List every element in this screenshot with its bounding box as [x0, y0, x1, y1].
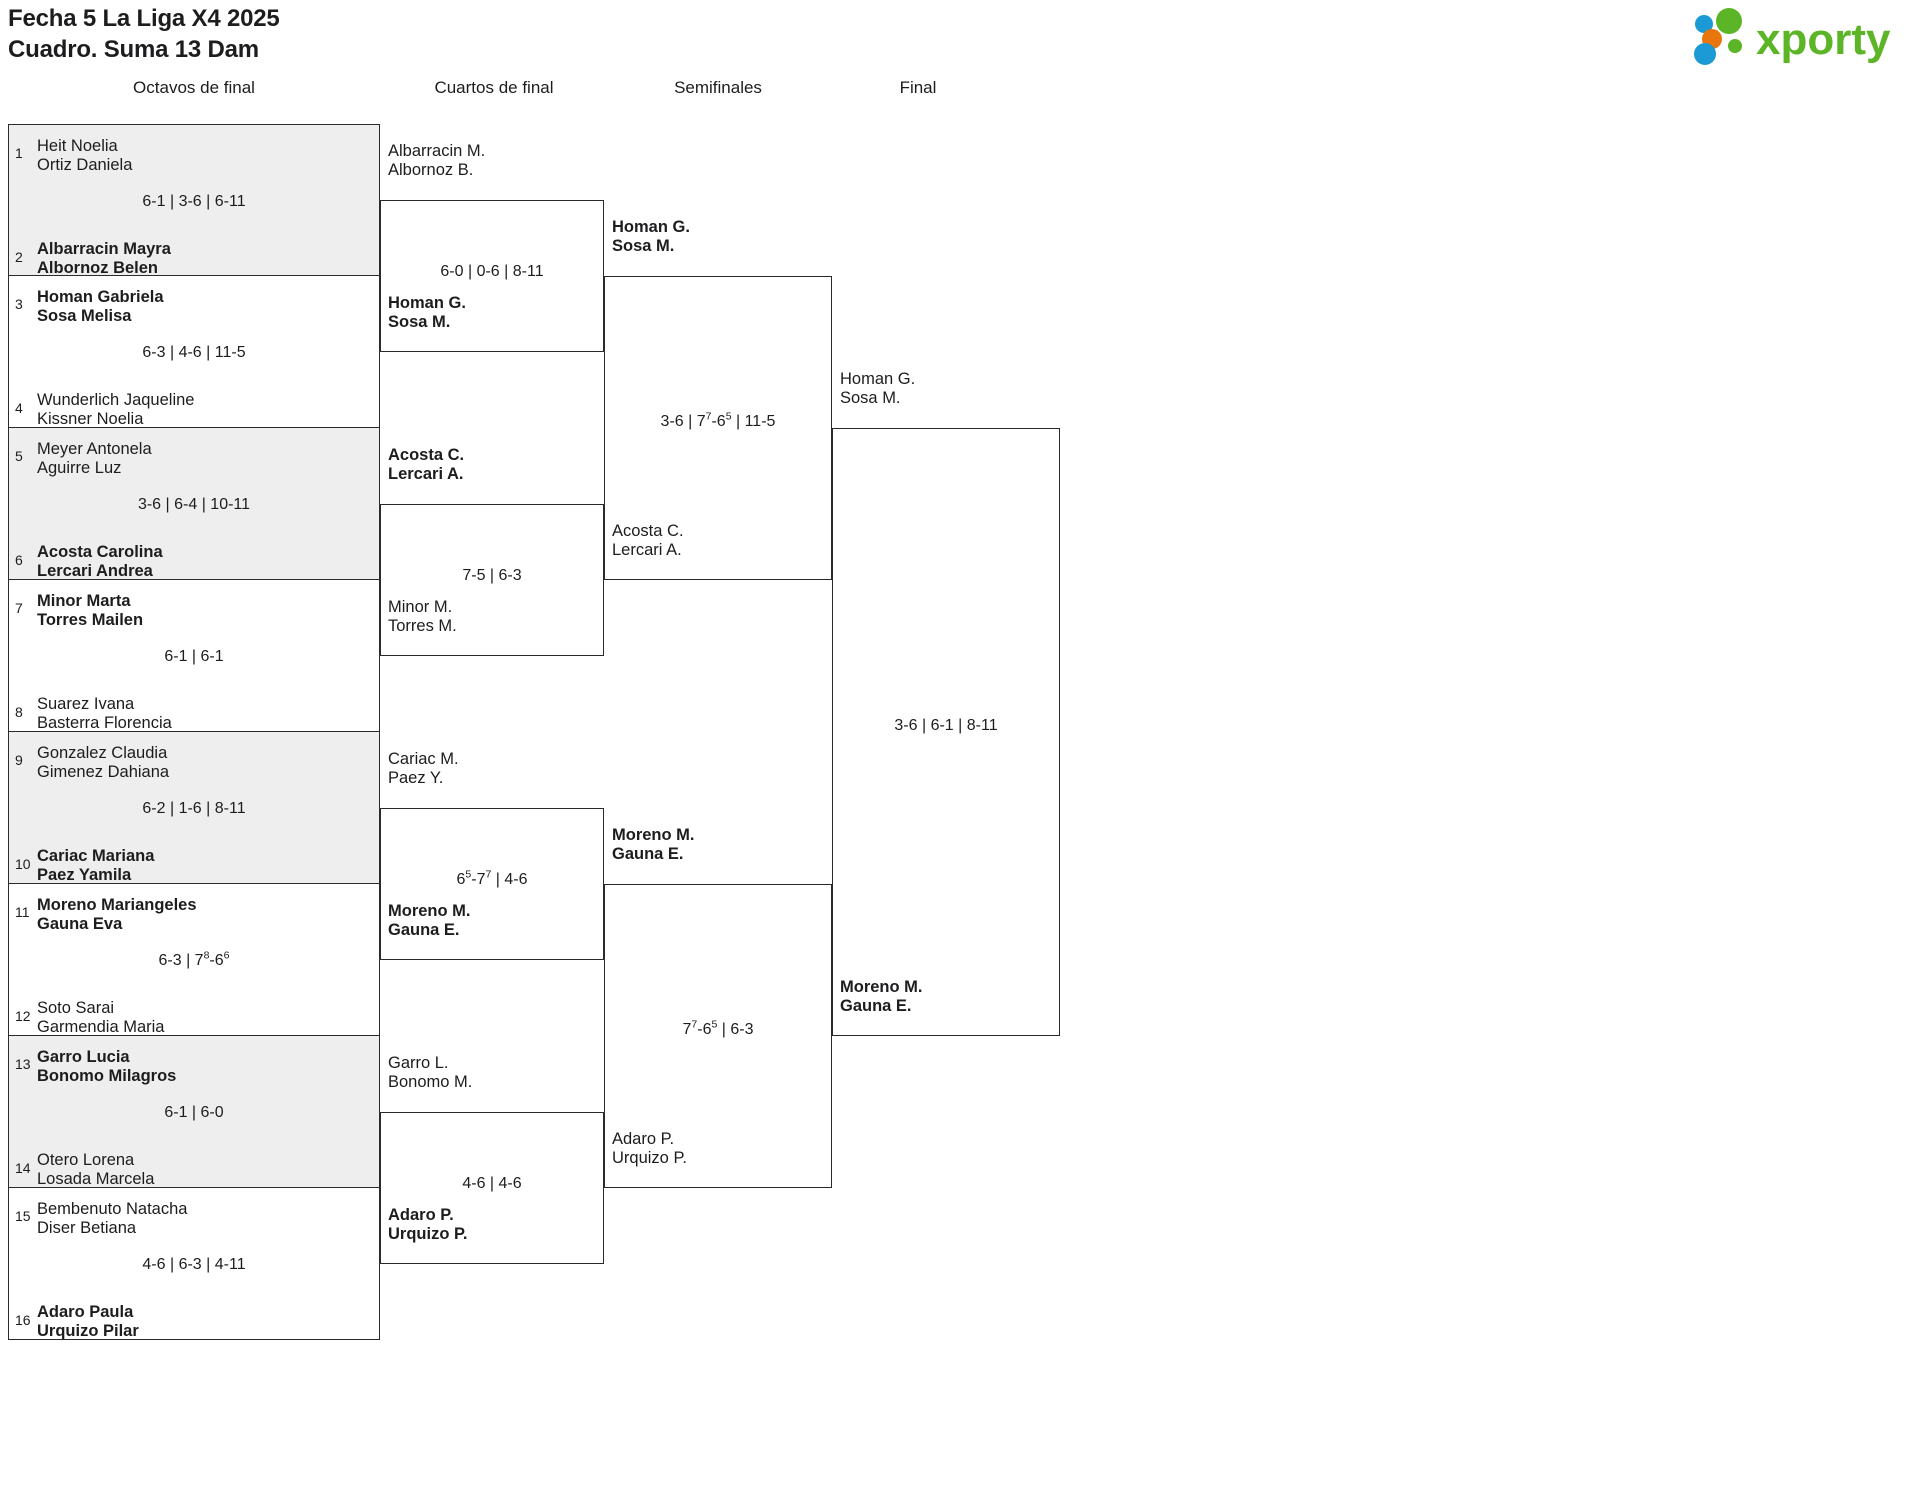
- match-score: 6-1 | 3-6 | 6-11: [142, 193, 246, 210]
- r16-match-6[interactable]: 11 Moreno Mariangeles Gauna Eva 6-3 | 78…: [8, 884, 380, 1036]
- match-score: 7-5 | 6-3: [462, 567, 522, 584]
- qf-match-4-top: Garro L. Bonomo M.: [388, 1054, 473, 1092]
- match-score: 65-77 | 4-6: [456, 868, 528, 888]
- match-score: 6-1 | 6-0: [164, 1104, 224, 1121]
- seed-number: 1: [15, 145, 23, 161]
- r16-match-4[interactable]: 7 Minor Marta Torres Mailen 6-1 | 6-1 8 …: [8, 580, 380, 732]
- match-score: 6-3 | 78-66: [158, 949, 230, 969]
- seed-number: 16: [15, 1312, 31, 1328]
- player-pair-bottom: Wunderlich Jaqueline Kissner Noelia: [37, 391, 195, 429]
- player-pair-top: Meyer Antonela Aguirre Luz: [37, 440, 152, 478]
- sf-match-2-connector[interactable]: 77-65 | 6-3: [604, 884, 832, 1188]
- match-score: 4-6 | 4-6: [462, 1175, 522, 1192]
- round-header-cuartos: Cuartos de final: [434, 78, 554, 97]
- qf-match-4-bottom: Adaro P. Urquizo P.: [388, 1206, 468, 1244]
- player-pair-top: Bembenuto Natacha Diser Betiana: [37, 1200, 188, 1238]
- match-score: 6-1 | 6-1: [164, 648, 224, 665]
- r16-match-7[interactable]: 13 Garro Lucia Bonomo Milagros 6-1 | 6-0…: [8, 1036, 380, 1188]
- xporty-logo-svg: xporty: [1694, 8, 1891, 65]
- seed-number: 7: [15, 600, 23, 616]
- seed-number: 2: [15, 249, 23, 265]
- qf-match-2-connector[interactable]: 7-5 | 6-3: [380, 504, 604, 656]
- seed-number: 11: [15, 904, 30, 920]
- page-header: Fecha 5 La Liga X4 2025 Cuadro. Suma 13 …: [0, 0, 1920, 95]
- match-score: 6-0 | 0-6 | 8-11: [440, 263, 544, 280]
- player-pair-bottom: Cariac Mariana Paez Yamila: [37, 847, 155, 885]
- player-pair-top: Moreno Mariangeles Gauna Eva: [37, 896, 197, 934]
- qf-match-4-connector[interactable]: 4-6 | 4-6: [380, 1112, 604, 1264]
- r16-match-1[interactable]: 1 Heit Noelia Ortiz Daniela 6-1 | 3-6 | …: [8, 124, 380, 278]
- qf-match-3-top: Cariac M. Paez Y.: [388, 750, 459, 788]
- seed-number: 13: [15, 1056, 31, 1072]
- sf-match-1-bottom: Acosta C. Lercari A.: [612, 522, 684, 560]
- seed-number: 14: [15, 1160, 31, 1176]
- match-score: 3-6 | 77-65 | 11-5: [660, 410, 776, 430]
- match-score: 3-6 | 6-1 | 8-11: [894, 717, 998, 734]
- seed-number: 12: [15, 1008, 31, 1024]
- seed-number: 15: [15, 1208, 31, 1224]
- player-pair-top: Heit Noelia Ortiz Daniela: [37, 137, 133, 175]
- seed-number: 4: [15, 400, 23, 416]
- r16-match-3[interactable]: 5 Meyer Antonela Aguirre Luz 3-6 | 6-4 |…: [8, 428, 380, 580]
- player-pair-bottom: Acosta Carolina Lercari Andrea: [37, 543, 163, 581]
- player-pair-top: Homan Gabriela Sosa Melisa: [37, 288, 164, 326]
- match-score: 6-3 | 4-6 | 11-5: [142, 344, 246, 361]
- r16-match-5[interactable]: 9 Gonzalez Claudia Gimenez Dahiana 6-2 |…: [8, 732, 380, 884]
- match-score: 4-6 | 6-3 | 4-11: [142, 1256, 246, 1273]
- svg-text:xporty: xporty: [1756, 15, 1891, 64]
- sf-match-1-connector[interactable]: 3-6 | 77-65 | 11-5: [604, 276, 832, 580]
- round-header-semifinales: Semifinales: [674, 78, 762, 97]
- player-pair-bottom: Suarez Ivana Basterra Florencia: [37, 695, 172, 733]
- qf-match-2-bottom: Minor M. Torres M.: [388, 598, 457, 636]
- qf-match-2-top: Acosta C. Lercari A.: [388, 446, 465, 484]
- seed-number: 9: [15, 752, 23, 768]
- page-title: Fecha 5 La Liga X4 2025 Cuadro. Suma 13 …: [8, 5, 280, 63]
- seed-number: 6: [15, 552, 23, 568]
- sf-match-2-top: Moreno M. Gauna E.: [612, 826, 695, 864]
- final-match-top: Homan G. Sosa M.: [840, 370, 916, 408]
- player-pair-top: Minor Marta Torres Mailen: [37, 592, 144, 630]
- seed-number: 8: [15, 704, 23, 720]
- match-score: 6-2 | 1-6 | 8-11: [142, 800, 246, 817]
- player-pair-top: Garro Lucia Bonomo Milagros: [37, 1048, 177, 1086]
- sf-match-2-bottom: Adaro P. Urquizo P.: [612, 1130, 687, 1168]
- qf-match-1-bottom: Homan G. Sosa M.: [388, 294, 466, 332]
- round-header-final: Final: [899, 78, 937, 97]
- final-match-bottom: Moreno M. Gauna E.: [840, 978, 923, 1016]
- sf-match-1-top: Homan G. Sosa M.: [612, 218, 690, 256]
- final-match-connector[interactable]: 3-6 | 6-1 | 8-11: [832, 428, 1060, 1036]
- r16-match-8[interactable]: 15 Bembenuto Natacha Diser Betiana 4-6 |…: [8, 1188, 380, 1340]
- player-pair-top: Gonzalez Claudia Gimenez Dahiana: [37, 744, 170, 782]
- qf-match-3-connector[interactable]: 65-77 | 4-6: [380, 808, 604, 960]
- player-pair-bottom: Otero Lorena Losada Marcela: [37, 1151, 155, 1189]
- qf-match-3-bottom: Moreno M. Gauna E.: [388, 902, 471, 940]
- seed-number: 5: [15, 448, 23, 464]
- player-pair-bottom: Albarracin Mayra Albornoz Belen: [37, 240, 171, 278]
- qf-match-1-connector[interactable]: 6-0 | 0-6 | 8-11: [380, 200, 604, 352]
- xporty-logo: xporty: [1682, 8, 1902, 66]
- player-pair-bottom: Adaro Paula Urquizo Pilar: [37, 1303, 139, 1341]
- round-header-octavos: Octavos de final: [133, 78, 255, 97]
- player-pair-bottom: Soto Sarai Garmendia Maria: [37, 999, 165, 1037]
- qf-match-1-top: Albarracin M. Albornoz B.: [388, 142, 486, 180]
- match-score: 77-65 | 6-3: [682, 1018, 754, 1038]
- seed-number: 3: [15, 296, 23, 312]
- r16-match-2[interactable]: 3 Homan Gabriela Sosa Melisa 6-3 | 4-6 |…: [8, 276, 380, 428]
- match-score: 3-6 | 6-4 | 10-11: [137, 496, 251, 513]
- seed-number: 10: [15, 856, 31, 872]
